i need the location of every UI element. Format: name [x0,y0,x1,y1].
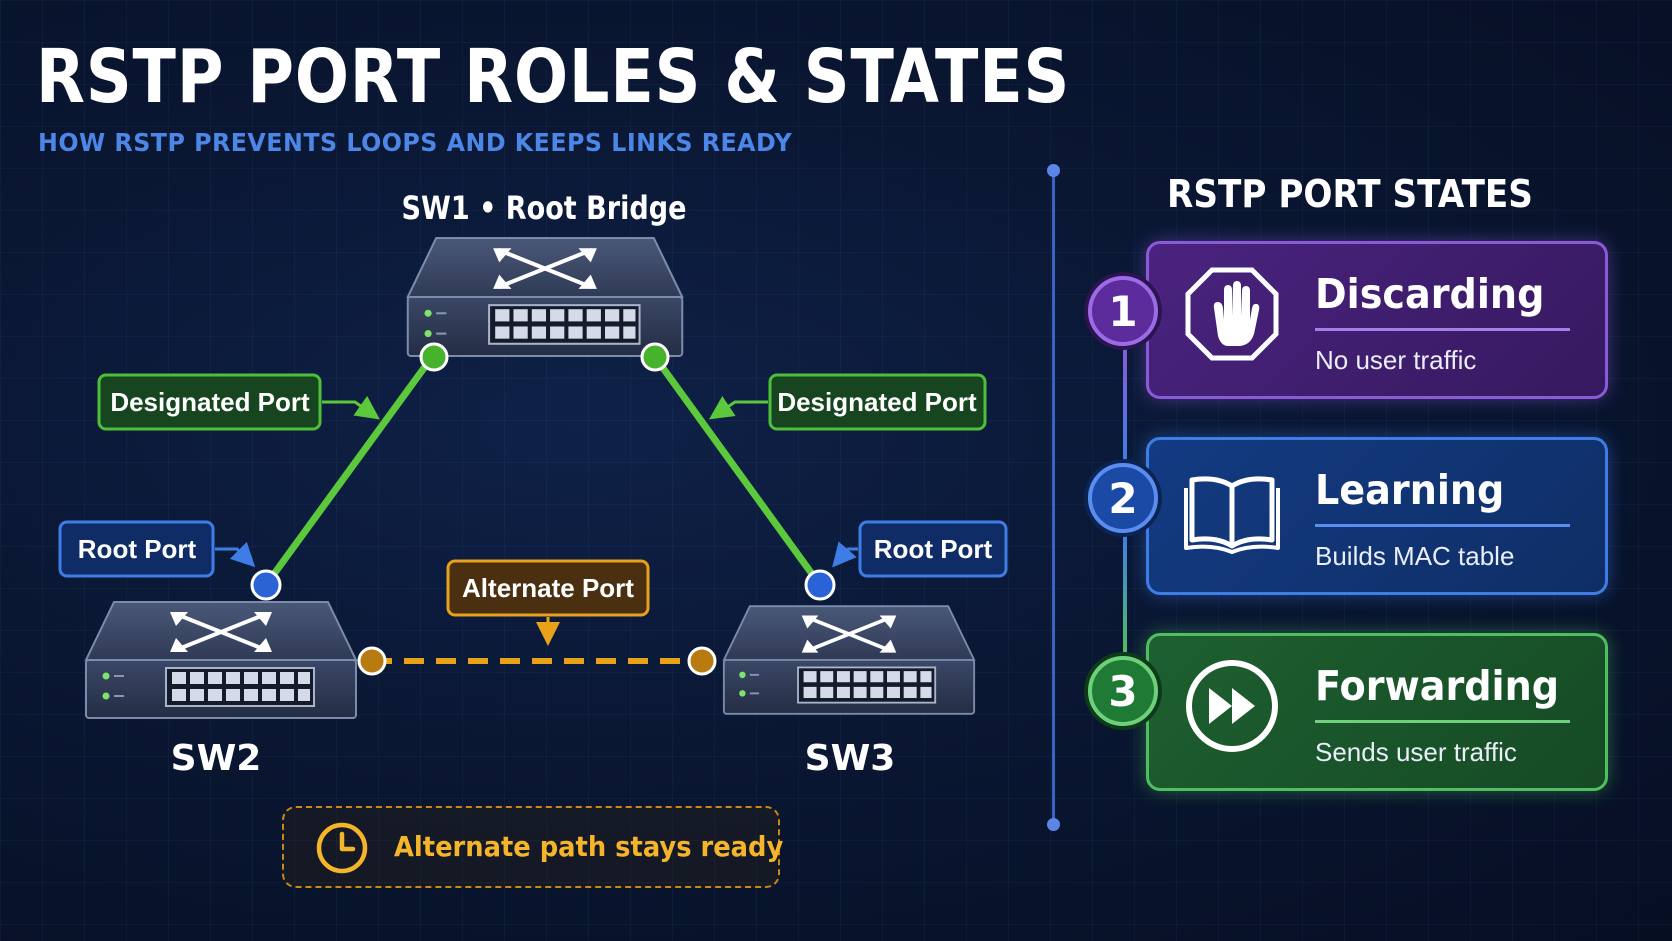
state-desc-forwarding: Sends user traffic [1315,737,1517,767]
switch-sw1 [408,238,683,356]
switch-sw3 [722,604,976,716]
sw2-alternate-port [357,646,387,676]
state-number-2: 2 [1088,463,1158,533]
page-subtitle: HOW RSTP PREVENTS LOOPS AND KEEPS LINKS … [38,128,793,157]
alternate-port-text: Alternate Port [462,573,634,603]
clock-icon [316,822,368,874]
alternate-path-note-text: Alternate path stays ready [394,830,784,863]
page-title: RSTP PORT ROLES & STATES [36,34,1071,120]
designated-port-right-text: Designated Port [777,387,977,417]
link-sw1-sw2 [262,353,436,589]
state-desc-learning: Builds MAC table [1315,541,1515,571]
link-sw1-sw3 [651,353,824,589]
root-port-left-text: Root Port [78,534,197,564]
switch-sw2 [84,600,358,720]
state-underline-learning [1315,524,1570,527]
state-desc-discarding: No user traffic [1315,345,1477,375]
state-card-forwarding: Forwarding Sends user traffic [1146,633,1608,791]
root-port-right-text: Root Port [874,534,993,564]
fast-forward-icon [1186,660,1278,752]
topology-diagram: SW1 • Root Bridge SW2 SW3 Designated Por… [58,189,1008,779]
state-underline-discarding [1315,328,1570,331]
designated-port-left-text: Designated Port [110,387,310,417]
sw3-root-port [804,569,836,601]
designated-port-label-left: Designated Port [97,373,380,431]
timeline-segment-1 [1123,344,1127,462]
state-number-1: 1 [1088,276,1158,346]
state-name-discarding: Discarding [1315,270,1545,318]
state-name-learning: Learning [1315,466,1505,514]
state-underline-forwarding [1315,720,1570,723]
state-card-discarding: Discarding No user traffic [1146,241,1608,399]
alternate-path-note: Alternate path stays ready [282,806,784,888]
root-port-label-right: Root Port [832,520,1008,578]
sw3-label: SW3 [805,738,896,779]
state-card-learning: Learning Builds MAC table [1146,437,1608,595]
panel-divider [1052,170,1055,826]
sw1-designated-port-left [419,342,449,372]
root-port-label-left: Root Port [58,520,256,578]
open-book-icon [1184,476,1280,554]
sw3-alternate-port [687,646,717,676]
states-title: RSTP PORT STATES [1167,172,1533,216]
designated-port-label-right: Designated Port [709,373,987,431]
stop-hand-icon [1185,267,1279,361]
sw1-designated-port-right [640,342,670,372]
sw2-label: SW2 [171,738,262,779]
sw1-label: SW1 • Root Bridge [402,189,687,227]
divider-bottom-dot [1047,818,1060,831]
timeline-segment-2 [1123,533,1127,655]
alternate-port-label: Alternate Port [446,559,650,646]
divider-top-dot [1047,164,1060,177]
state-number-3: 3 [1088,656,1158,726]
state-name-forwarding: Forwarding [1315,662,1560,710]
sw2-root-port [250,569,282,601]
